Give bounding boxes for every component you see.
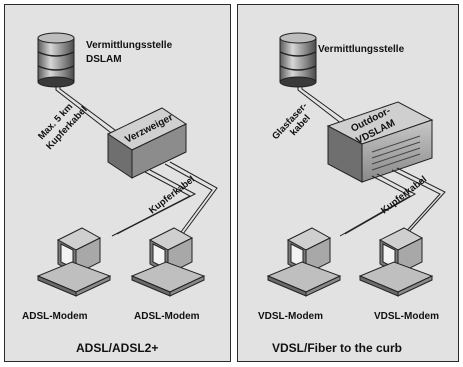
- adsl-modem-1-computer-icon: [36, 227, 112, 297]
- branch-copper-label: Kupferkabel: [147, 174, 197, 216]
- distribution-cabinet: [106, 107, 188, 179]
- vdsl-caption: VDSL/Fiber to the curb: [272, 341, 402, 355]
- outdoor-vdslam-cabinet: [326, 101, 434, 183]
- copper-cable-main: [55, 86, 120, 137]
- vdsl-panel: [237, 4, 459, 362]
- adsl-modem-1-label: ADSL-Modem: [22, 311, 88, 322]
- vdsl-modem-1-computer-icon: [266, 227, 342, 297]
- adsl-modem-2-computer-icon: [130, 227, 206, 297]
- fiber-cable: [297, 86, 347, 125]
- copper-cable-branches: [111, 161, 218, 237]
- vdsl-modem-2-computer-icon: [358, 227, 434, 297]
- vdsl-modem-2-label: VDSL-Modem: [374, 311, 439, 322]
- vdsl-copper-cable-branches: [339, 167, 446, 237]
- adsl-modem-2-label: ADSL-Modem: [134, 311, 200, 322]
- vdsl-copper-label: Kupferkabel: [379, 174, 429, 216]
- right-exchange-database-icon: [279, 32, 317, 88]
- exchange-label-line2: DSLAM: [86, 54, 122, 65]
- right-exchange-label: Vermittlungsstelle: [318, 44, 405, 55]
- adsl-caption: ADSL/ADSL2+: [76, 341, 158, 355]
- vdsl-modem-1-label: VDSL-Modem: [258, 311, 323, 322]
- exchange-label-line1: Vermittlungsstelle: [86, 40, 173, 51]
- exchange-database-icon: [37, 32, 75, 88]
